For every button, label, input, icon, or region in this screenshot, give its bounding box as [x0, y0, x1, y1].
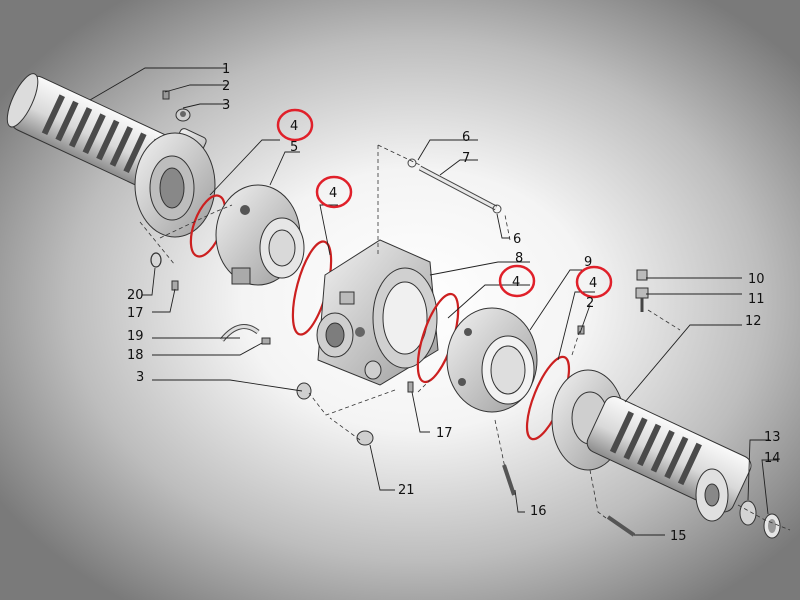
screw-18 [261, 337, 271, 345]
highlight-circles [276, 108, 613, 299]
callout-10: 10 [748, 272, 765, 287]
breather-10-11 [635, 269, 649, 312]
callout-4: 4 [329, 186, 337, 201]
stud-16 [502, 464, 516, 496]
callout-6: 6 [462, 130, 470, 145]
seal-14 [763, 513, 781, 539]
ring-gear-9 [446, 307, 538, 413]
callout-17: 17 [436, 426, 453, 441]
carrier-5 [215, 184, 305, 286]
right-axle-housing [586, 396, 752, 513]
callout-13: 13 [764, 430, 781, 445]
callout-1: 1 [222, 62, 230, 77]
callout-11: 11 [748, 292, 765, 307]
highlight-circle [498, 264, 536, 298]
callout-5: 5 [290, 140, 298, 155]
callout-4: 4 [512, 275, 520, 290]
callout-3: 3 [222, 98, 230, 113]
callout-8: 8 [515, 251, 523, 266]
highlight-circle [276, 108, 314, 142]
callout-17: 17 [127, 306, 144, 321]
left-flange [134, 132, 216, 238]
leader-lines [89, 67, 778, 536]
callout-19: 19 [127, 329, 144, 344]
callout-4: 4 [290, 119, 298, 134]
plug-21 [356, 430, 374, 446]
highlight-circle [315, 175, 353, 209]
pin-7 [407, 158, 502, 214]
callout-18: 18 [127, 348, 144, 363]
callout-3: 3 [136, 370, 144, 385]
highlight-circle [575, 265, 613, 299]
callout-2: 2 [222, 79, 230, 94]
callout-labels: 1 2 3 4 5 4 6 7 6 8 4 9 4 2 10 11 12 20 … [127, 62, 781, 544]
callout-20: 20 [127, 288, 144, 303]
bolt-17-center [407, 381, 414, 393]
callout-14: 14 [764, 451, 781, 466]
callout-7: 7 [462, 151, 470, 166]
callout-12: 12 [745, 314, 762, 329]
plug-3-bottom [296, 382, 312, 400]
washer-20 [150, 252, 162, 268]
callout-4: 4 [589, 276, 597, 291]
bolt-15 [606, 515, 636, 537]
plug-3-top [175, 108, 191, 122]
plug-2-top [162, 90, 170, 100]
callout-9: 9 [584, 255, 592, 270]
callout-15: 15 [670, 529, 687, 544]
callout-21: 21 [398, 483, 415, 498]
callout-16: 16 [530, 504, 547, 519]
callout-6: 6 [513, 232, 521, 247]
callout-2: 2 [586, 296, 594, 311]
right-hub-end [695, 468, 729, 522]
bolt-17-left [171, 280, 179, 291]
central-housing [316, 239, 439, 386]
assembly-lines [139, 144, 791, 531]
bearing-13 [739, 500, 757, 526]
